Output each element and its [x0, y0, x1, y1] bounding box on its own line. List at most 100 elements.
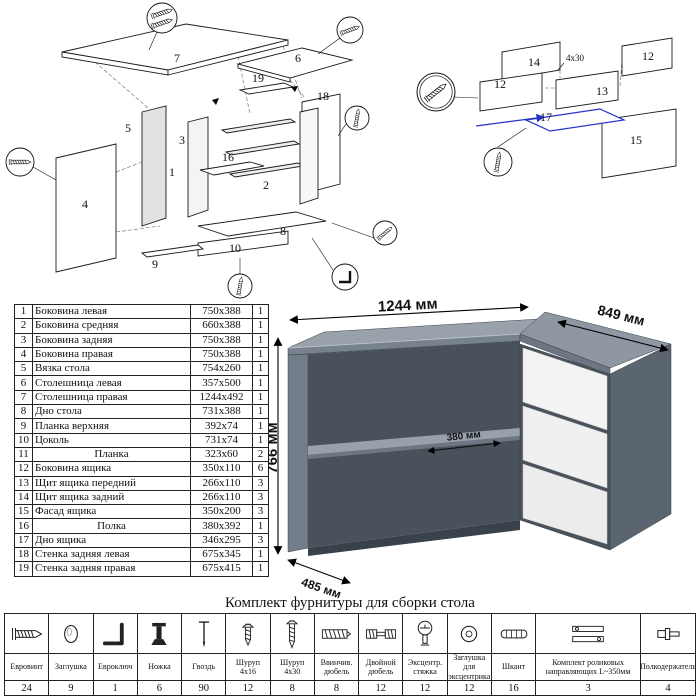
hardware-column: Шуруп 4x16 12	[226, 614, 271, 695]
part-number: 11	[14, 446, 33, 463]
fastener-detail-icon	[146, 2, 178, 51]
callout-5: 5	[125, 121, 131, 135]
fastener-detail-icon	[331, 220, 398, 246]
cam-cap-icon	[447, 614, 491, 654]
callout-17: 17	[540, 110, 552, 124]
hardware-column: Двойной дюбель 12	[359, 614, 404, 695]
part-number: 4	[14, 346, 33, 363]
desk-callout-numbers: 7 6 19 18 5 3 16 1 2 4 10 8 9	[82, 51, 329, 271]
parts-row: 6 Столешница левая 357x500 1	[14, 375, 269, 391]
parts-row: 19 Стенка задняя правая 675x415 1	[14, 561, 269, 577]
fastener-detail-icon	[337, 105, 370, 137]
part-name: Планка верхняя	[32, 418, 191, 434]
hardware-name: Эксцентр. стяжка	[403, 654, 447, 681]
hardware-quantity: 90	[198, 682, 209, 694]
callout-18: 18	[317, 89, 329, 103]
part-name: Фасад ящика	[32, 504, 191, 520]
part-name: Стенка задняя левая	[32, 547, 191, 563]
hardware-quantity: 16	[508, 682, 519, 694]
part-name: Планка	[32, 446, 191, 463]
exploded-view-desk: 7 6 19 18 5 3 16 1 2 4 10 8 9	[5, 2, 398, 299]
hardware-quantity: 12	[242, 682, 254, 694]
callout-2: 2	[263, 178, 269, 192]
part-name: Столешница правая	[32, 389, 191, 406]
hardware-name: Ножка	[137, 654, 182, 681]
part-name: Боковина левая	[32, 303, 191, 320]
part-size: 750x388	[190, 303, 253, 320]
part-size: 675x345	[190, 547, 253, 563]
part-name: Щит ящика задний	[32, 489, 191, 506]
part-quantity: 1	[252, 346, 269, 363]
hardware-quantity: 12	[464, 682, 475, 694]
parts-row: 8 Дно стола 731x388 1	[14, 404, 269, 420]
part-quantity: 1	[252, 332, 269, 348]
hardware-column: Шуруп 4x30 8	[270, 614, 315, 695]
part-quantity: 6	[252, 461, 269, 477]
hardware-column: Заглушка для эксцентрика 12	[447, 614, 492, 695]
nail-icon	[182, 614, 226, 654]
hardware-table: Евровинт 24 Заглушка 9 Евроключ 1 Ножка …	[4, 613, 696, 696]
callout-12a: 12	[494, 77, 506, 91]
part-number: 13	[14, 475, 33, 491]
parts-row: 1 Боковина левая 750x388 1	[14, 303, 269, 320]
parts-row: 4 Боковина правая 750x388 1	[14, 346, 269, 363]
hardware-name: Евроключ	[93, 654, 137, 681]
parts-row: 13 Щит ящика передний 266x110 3	[14, 475, 269, 491]
part-number: 10	[14, 432, 33, 448]
hardware-name: Заглушка для эксцентрика	[447, 654, 491, 681]
double-dowel-icon	[359, 614, 403, 654]
hardware-name: Шуруп 4x16	[226, 654, 270, 681]
drawer-panels	[479, 37, 677, 179]
wooden-dowel-icon	[491, 614, 536, 654]
leg-icon	[137, 614, 182, 654]
dim-depth-label: 849 мм	[596, 302, 646, 329]
hardware-kit-title: Комплект фурнитуры для сборки стола	[225, 595, 475, 611]
part-number: 14	[14, 489, 33, 506]
hardware-column: Гвоздь 90	[182, 614, 227, 695]
cam-lock-icon	[403, 614, 447, 654]
parts-row: 18 Стенка задняя левая 675x345 1	[14, 547, 269, 563]
hardware-name: Шкант	[491, 654, 536, 681]
part-quantity: 1	[252, 561, 269, 577]
fastener-detail-icon	[416, 72, 479, 112]
part-number: 5	[14, 361, 33, 377]
detail-callouts	[416, 72, 527, 177]
part-quantity: 1	[252, 432, 269, 448]
part-size: 266x110	[190, 489, 253, 506]
part-name: Столешница левая	[32, 375, 191, 391]
hardware-column: Полкодержатель 4	[641, 614, 696, 695]
hex-key-detail-icon	[311, 237, 359, 291]
drawer-bottom-panel	[523, 108, 627, 132]
parts-row: 16 Полка 380x392 1	[14, 518, 269, 534]
parts-row: 10 Цоколь 731x74 1	[14, 432, 269, 448]
part-size: 323x60	[190, 446, 253, 463]
part-name: Щит ящика передний	[32, 475, 191, 491]
hardware-quantity: 6	[156, 682, 163, 694]
parts-row: 9 Планка верхняя 392x74 1	[14, 418, 269, 434]
callout-19: 19	[252, 71, 264, 85]
part-name: Цоколь	[32, 432, 191, 448]
callout-13: 13	[596, 84, 608, 98]
part-size: 350x110	[190, 461, 253, 477]
hardware-quantity: 12	[419, 682, 431, 694]
part-number: 7	[14, 389, 33, 406]
drawer-callout-numbers: 14 12 12 13 17 15 4x30	[494, 49, 654, 147]
parts-row: 12 Боковина ящика 350x110 6	[14, 461, 269, 477]
part-quantity: 3	[252, 504, 269, 520]
part-quantity: 1	[252, 404, 269, 420]
part-number: 3	[14, 332, 33, 348]
cap-icon	[49, 614, 93, 654]
part-quantity: 1	[252, 303, 269, 320]
desk-render: 1244 мм 849 мм 766 мм 485 мм 380 мм	[268, 298, 672, 598]
part-size: 380x392	[190, 518, 253, 534]
hardware-quantity: 1	[112, 682, 118, 694]
part-name: Полка	[32, 518, 191, 534]
fastener-detail-icon	[483, 127, 527, 177]
hardware-name: Ввинчив. дюбель	[314, 654, 359, 681]
dim-width-label: 1244 мм	[377, 298, 438, 316]
part-quantity: 1	[252, 418, 269, 434]
hardware-name: Двойной дюбель	[359, 654, 403, 681]
callout-16: 16	[222, 150, 234, 164]
desk-panels	[55, 23, 354, 273]
